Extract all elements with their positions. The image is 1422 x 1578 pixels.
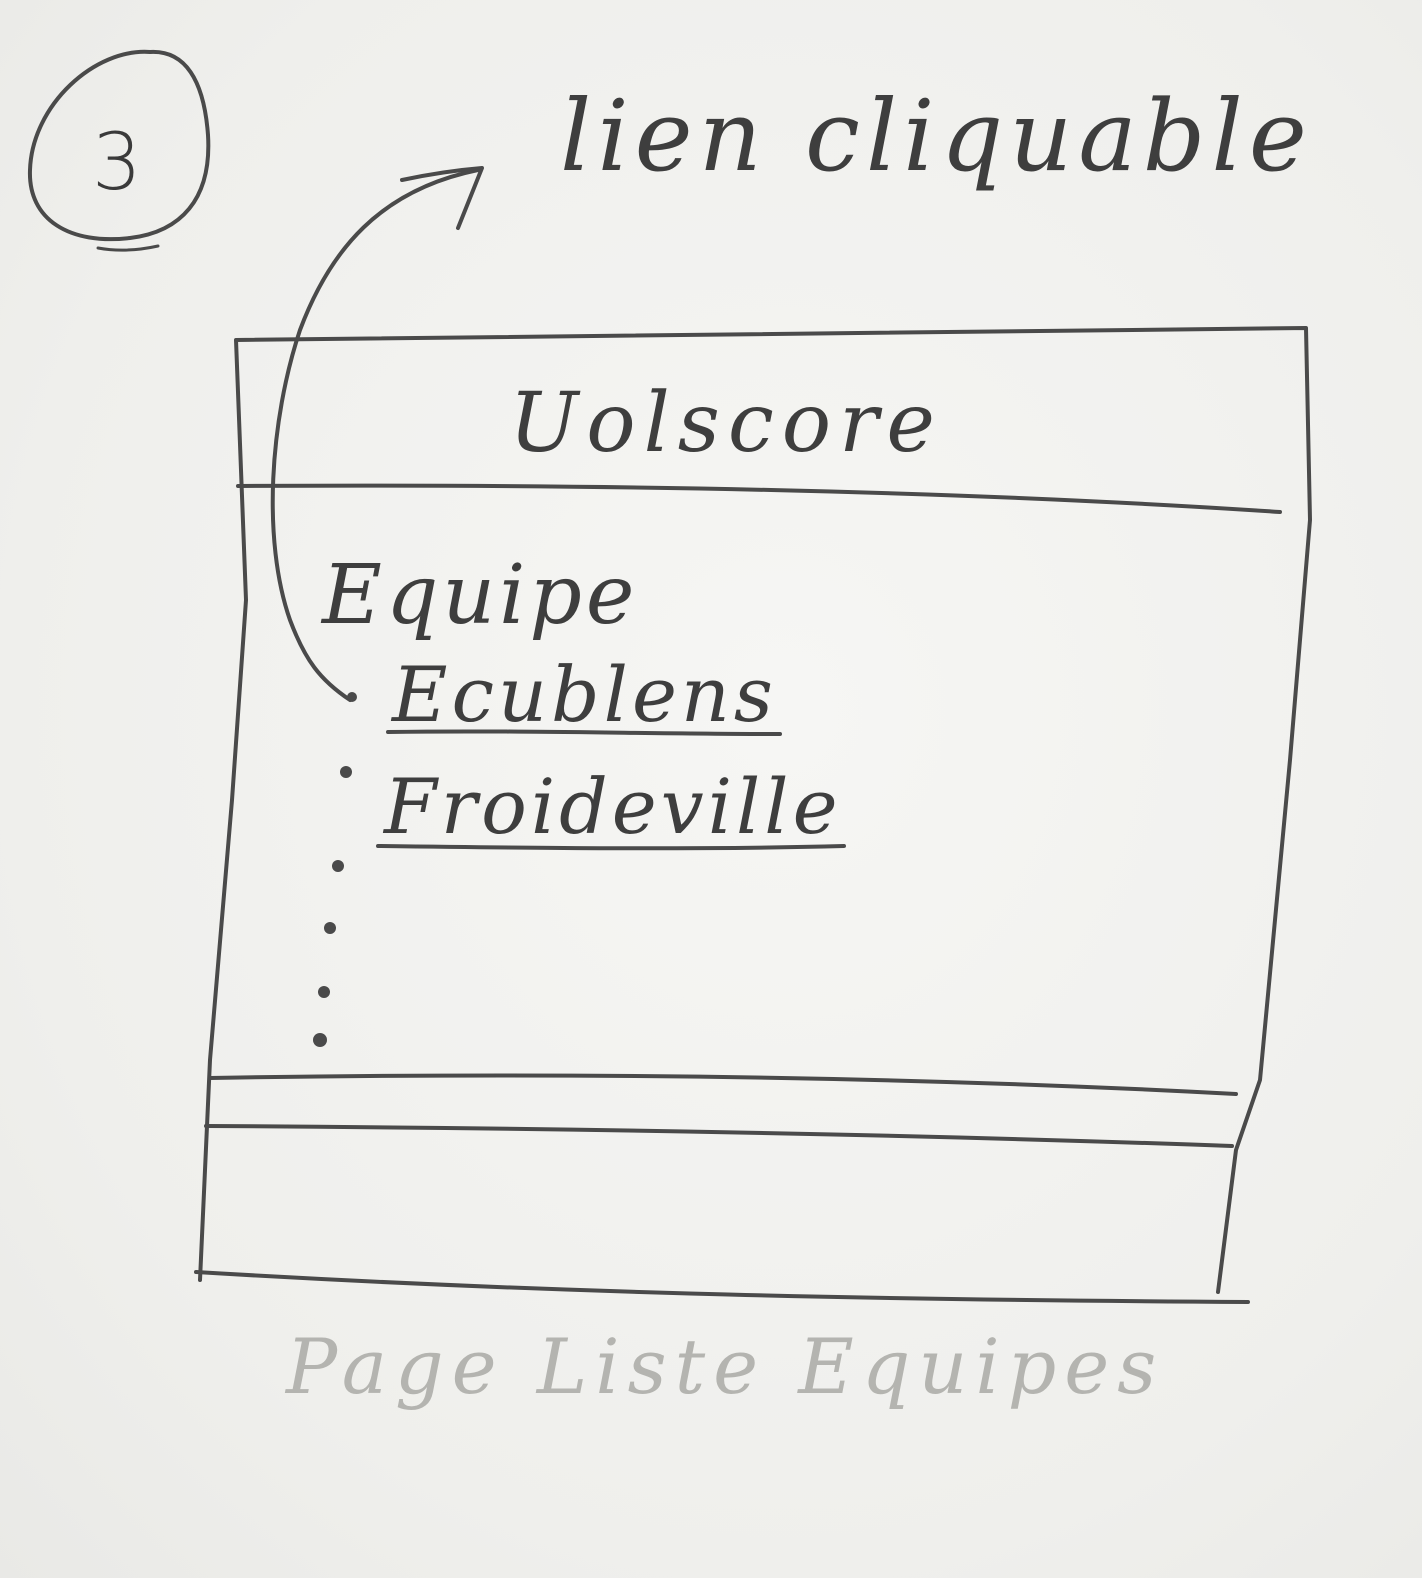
bullet-1 (340, 766, 352, 778)
window-bottom (194, 1270, 1250, 1304)
footer-divider-bottom (204, 1124, 1234, 1148)
arrow-head (400, 166, 484, 230)
header-divider (236, 483, 1282, 514)
step-number-circle (27, 49, 211, 242)
step-number: 3 (92, 118, 144, 208)
app-title: Uolscore (509, 376, 943, 471)
section-heading: Equipe (322, 548, 639, 643)
bullet-4 (318, 986, 330, 998)
team-link-froideville[interactable]: Froideville (384, 762, 842, 851)
team-underline-1 (376, 844, 846, 851)
bullet-2 (332, 860, 344, 872)
page-caption: Page Liste Equipes (286, 1322, 1165, 1411)
bullet-0 (347, 692, 357, 702)
team-underline-0 (386, 729, 782, 736)
annotation-arrow (270, 168, 480, 702)
team-link-ecublens[interactable]: Ecublens (392, 650, 777, 739)
annotation-label: lien cliquable (560, 80, 1313, 194)
footer-divider-top (208, 1073, 1238, 1096)
window-frame (198, 326, 1312, 1294)
bullet-5 (313, 1033, 327, 1047)
bullet-3 (324, 922, 336, 934)
